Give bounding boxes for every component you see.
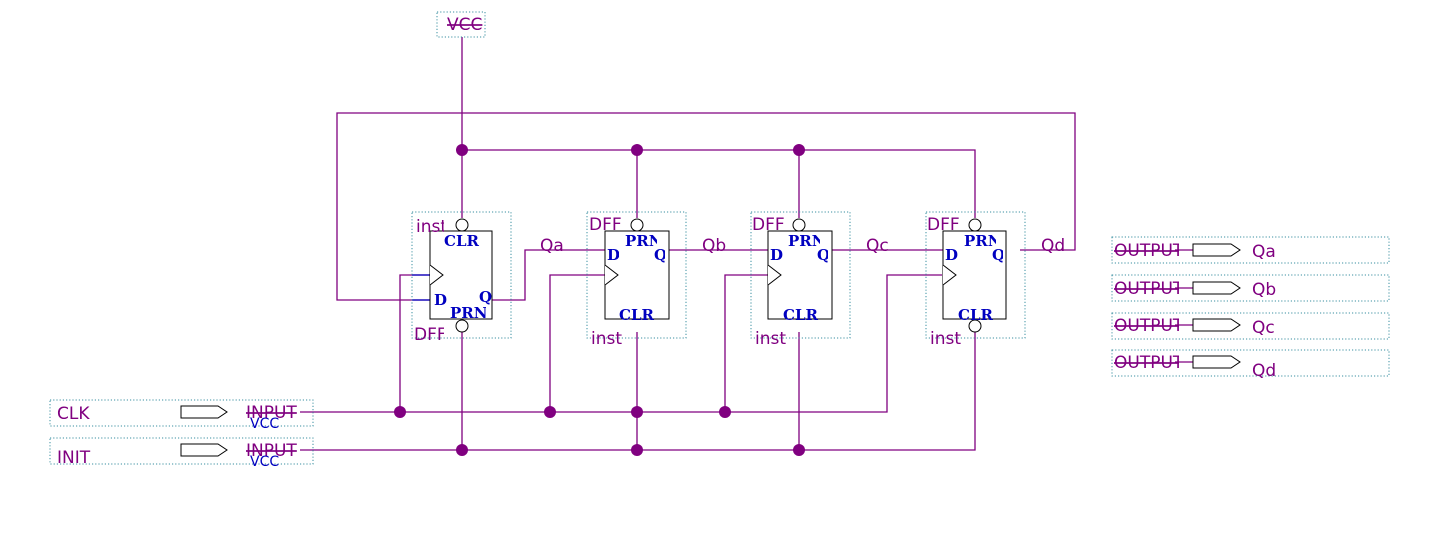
output-qa-type: OUTPUT [1114, 241, 1184, 261]
output-pin-qc[interactable]: OUTPUT Qc [1111, 312, 1390, 340]
output-qa-name: Qa [1252, 242, 1276, 262]
input-pin-init[interactable]: INIT INPUT VCC [49, 437, 314, 470]
wire-init[interactable] [300, 332, 976, 451]
input-init-default: VCC [250, 454, 279, 470]
wire-clk[interactable] [300, 274, 942, 413]
output-qd-name: Qd [1252, 361, 1276, 381]
junction-dot [793, 444, 805, 456]
dff-4-prn: PRN [964, 232, 1002, 250]
output-arrow-icon [1192, 355, 1241, 369]
junctions [394, 144, 805, 456]
dff-3[interactable]: DFF inst PRN D Q CLR [750, 211, 851, 349]
output-pin-qd[interactable]: OUTPUT Qd [1111, 349, 1390, 381]
dff-4-part: DFF [927, 215, 960, 235]
dff-2-clr: CLR [619, 306, 654, 324]
junction-dot [544, 406, 556, 418]
junction-dot [631, 144, 643, 156]
dff-1-prn: PRN [450, 304, 488, 322]
dff-2-prn: PRN [625, 232, 663, 250]
dff-1-instance: inst [416, 217, 447, 237]
net-label-qa: Qa [540, 236, 564, 256]
dff-2-q: Q [654, 246, 667, 264]
junction-dot [456, 144, 468, 156]
wire-feedback[interactable] [336, 112, 1076, 301]
input-arrow-icon [180, 443, 228, 457]
output-arrow-icon [1192, 281, 1241, 295]
net-label-qc: Qc [866, 236, 889, 256]
dff-3-part: DFF [752, 215, 785, 235]
output-arrow-icon [1192, 318, 1241, 332]
dff-3-instance: inst [755, 329, 786, 349]
input-arrow-icon [180, 405, 228, 419]
junction-dot [631, 444, 643, 456]
junction-dot [793, 144, 805, 156]
wire-clk-ff2[interactable] [549, 274, 605, 412]
input-pin-clk[interactable]: CLK INPUT VCC [49, 399, 314, 432]
dff-1[interactable]: inst DFF CLR D Q PRN [411, 211, 512, 345]
dff-4-clr: CLR [958, 306, 993, 324]
net-label-qd: Qd [1041, 236, 1065, 256]
output-pin-qb[interactable]: OUTPUT Qb [1111, 274, 1390, 302]
dff-2-d: D [607, 246, 620, 264]
net-label-qb: Qb [702, 236, 726, 256]
wire-clk-ff1[interactable] [399, 274, 430, 412]
vcc-label: VCC [447, 15, 482, 35]
dff-4-d: D [945, 246, 958, 264]
dff-3-d: D [770, 246, 783, 264]
dff-1-clr: CLR [444, 232, 479, 250]
input-clk-type: INPUT [246, 403, 297, 423]
input-init-type: INPUT [246, 441, 297, 461]
dff-2-instance: inst [591, 329, 622, 349]
dff-4[interactable]: DFF inst PRN D Q CLR [925, 211, 1026, 349]
output-qd-type: OUTPUT [1114, 353, 1184, 373]
output-qb-type: OUTPUT [1114, 279, 1184, 299]
output-qb-name: Qb [1252, 280, 1276, 300]
output-qc-name: Qc [1252, 318, 1275, 338]
vcc-symbol[interactable]: VCC [436, 11, 486, 38]
output-pin-qa[interactable]: OUTPUT Qa [1111, 236, 1390, 264]
wire-qa[interactable] [492, 249, 605, 301]
input-clk-name: CLK [57, 404, 90, 424]
output-arrow-icon [1192, 243, 1241, 257]
dff-1-d: D [434, 291, 447, 309]
input-clk-default: VCC [250, 416, 279, 432]
junction-dot [719, 406, 731, 418]
dff-3-prn: PRN [788, 232, 826, 250]
wire-vcc-bus[interactable] [462, 149, 976, 218]
dff-2-part: DFF [589, 215, 622, 235]
junction-dot [394, 406, 406, 418]
dff-3-q: Q [817, 246, 830, 264]
dff-1-part: DFF [414, 325, 447, 345]
dff-4-instance: inst [930, 329, 961, 349]
junction-dot [631, 406, 643, 418]
junction-dot [456, 444, 468, 456]
dff-2[interactable]: DFF inst PRN D Q CLR [586, 211, 687, 349]
dff-3-clr: CLR [783, 306, 818, 324]
output-qc-type: OUTPUT [1114, 316, 1184, 336]
wire-clk-ff3[interactable] [724, 274, 768, 412]
dff-4-q: Q [992, 246, 1005, 264]
dff-1-q: Q [479, 288, 492, 306]
wires [300, 37, 1193, 451]
input-init-name: INIT [57, 448, 91, 468]
